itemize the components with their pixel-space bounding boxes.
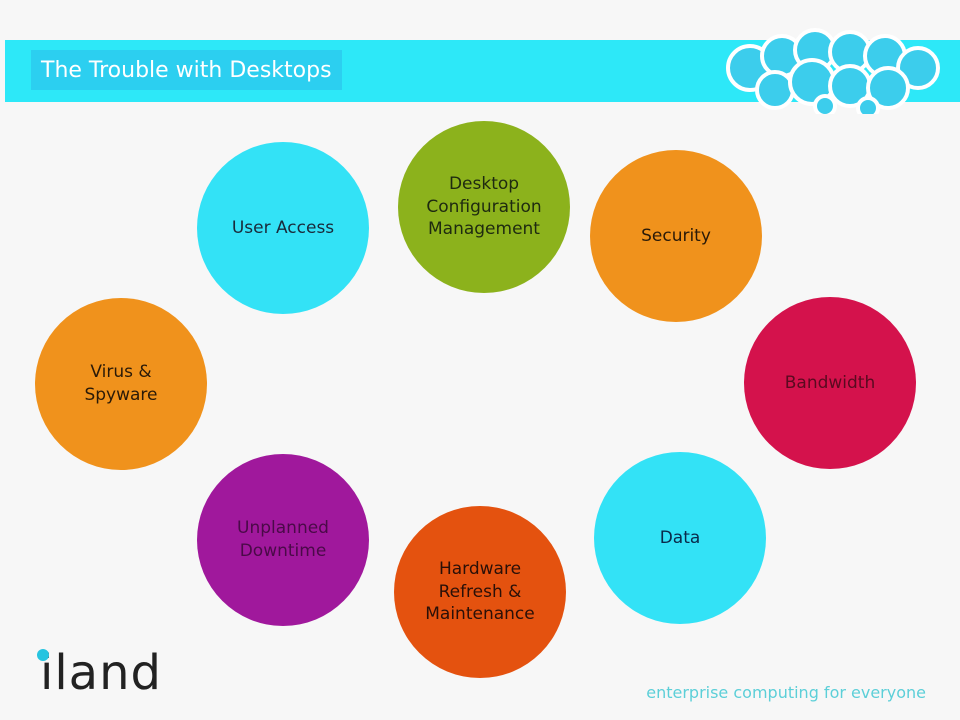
circle-virus-spyware: Virus & Spyware — [35, 298, 207, 470]
iland-logo: iland — [37, 645, 162, 701]
circle-user-access: User Access — [197, 142, 369, 314]
circle-data: Data — [594, 452, 766, 624]
circle-bandwidth: Bandwidth — [744, 297, 916, 469]
circle-unplanned-downtime: Unplanned Downtime — [197, 454, 369, 626]
logo-text: iland — [40, 645, 162, 701]
bubble-cloud-graphic — [726, 28, 940, 114]
slide-title: The Trouble with Desktops — [31, 50, 342, 90]
tagline: enterprise computing for everyone — [646, 683, 926, 702]
circle-security: Security — [590, 150, 762, 322]
title-banner: The Trouble with Desktops — [5, 28, 960, 114]
circle-desktop-configuration-management: Desktop Configuration Management — [398, 121, 570, 293]
circle-hardware-refresh-maintenance: Hardware Refresh & Maintenance — [394, 506, 566, 678]
logo-dot-icon — [37, 649, 49, 661]
